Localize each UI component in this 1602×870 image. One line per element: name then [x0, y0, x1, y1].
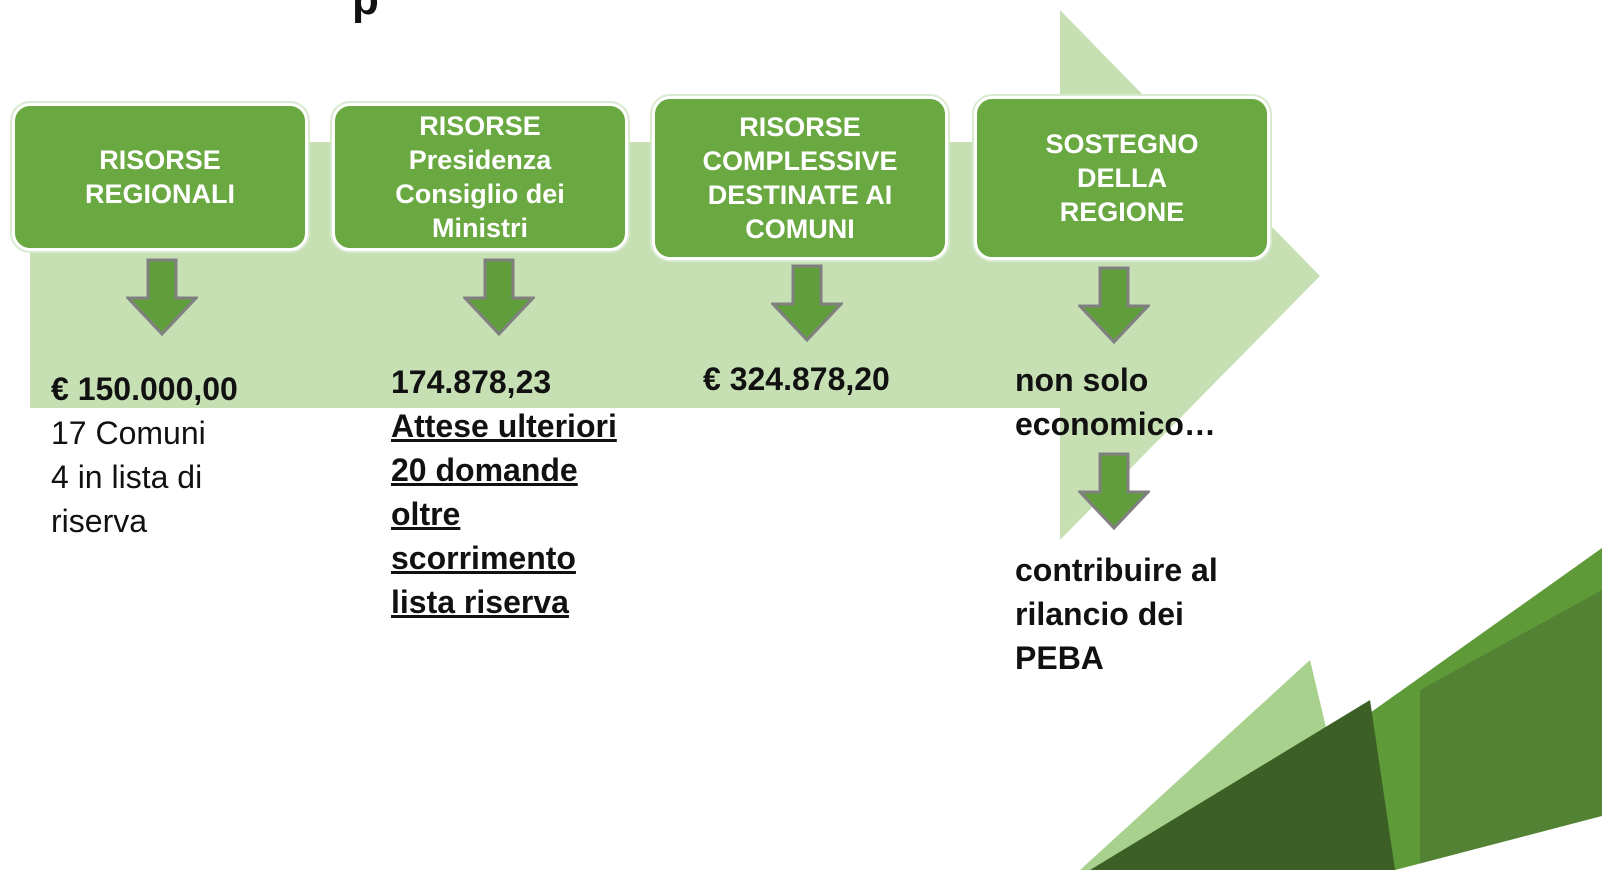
- down-arrow-icon: [1078, 266, 1150, 344]
- final-line: PEBA: [1015, 640, 1104, 676]
- title-fragment: p: [352, 0, 379, 24]
- result-line: riserva: [51, 503, 148, 539]
- result-line: non solo: [1015, 362, 1149, 398]
- result-line: 4 in lista di: [51, 459, 203, 495]
- result-text-regionali: € 150.000,00 17 Comuni 4 in lista di ris…: [51, 367, 351, 543]
- result-line: scorrimento: [391, 540, 576, 576]
- down-arrow-icon: [463, 258, 535, 336]
- deco-mid2-shape: [1420, 590, 1602, 870]
- result-text-complessive: € 324.878,20: [703, 357, 983, 401]
- step-box-risorse-regionali: RISORSE REGIONALI: [12, 103, 308, 251]
- step-box-sostegno-regione: SOSTEGNO DELLA REGIONE: [974, 96, 1270, 260]
- result-line: Attese ulteriori: [391, 408, 617, 444]
- result-line: 20 domande: [391, 452, 578, 488]
- down-arrow-icon: [126, 258, 198, 336]
- down-arrow-icon: [1078, 452, 1150, 530]
- final-text-peba: contribuire al rilancio dei PEBA: [1015, 548, 1275, 680]
- result-text-sostegno: non solo economico…: [1015, 358, 1275, 446]
- result-amount: 174.878,23: [391, 364, 552, 400]
- down-arrow-icon: [771, 264, 843, 342]
- result-amount: € 150.000,00: [51, 371, 238, 407]
- final-line: contribuire al: [1015, 552, 1218, 588]
- step-box-risorse-presidenza: RISORSE Presidenza Consiglio dei Ministr…: [332, 103, 628, 251]
- result-text-presidenza: 174.878,23 Attese ulteriori 20 domande o…: [391, 360, 671, 624]
- step-box-risorse-complessive: RISORSE COMPLESSIVE DESTINATE AI COMUNI: [652, 96, 948, 260]
- result-line: 17 Comuni: [51, 415, 206, 451]
- result-amount: € 324.878,20: [703, 361, 890, 397]
- result-line: oltre: [391, 496, 461, 532]
- result-line: economico…: [1015, 406, 1216, 442]
- deco-dark-shape: [1090, 700, 1395, 870]
- deco-white-sliver: [1395, 816, 1602, 870]
- result-line: lista riserva: [391, 584, 569, 620]
- final-line: rilancio dei: [1015, 596, 1184, 632]
